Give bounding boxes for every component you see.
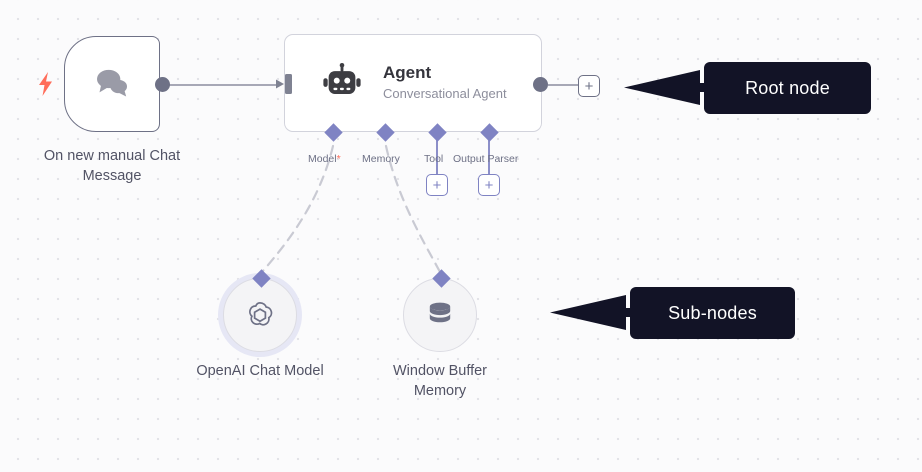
agent-add-node-button[interactable]: + [578, 75, 600, 97]
agent-port-model-label: Model* [308, 153, 341, 165]
node-window-buffer-memory[interactable] [403, 269, 477, 352]
annotation-sub-nodes: Sub-nodes [630, 287, 795, 339]
chat-bubbles-icon [92, 64, 132, 104]
agent-output-connector[interactable] [533, 77, 548, 92]
openai-logo-icon [240, 295, 280, 335]
node-openai-chat-model[interactable] [223, 269, 297, 352]
agent-port-model-required-marker: * [336, 153, 341, 165]
agent-port-tool-add-button[interactable]: + [426, 174, 448, 196]
openai-chat-model-connector[interactable] [252, 269, 271, 288]
database-stack-icon [420, 295, 460, 335]
agent-port-memory-label: Memory [362, 153, 400, 165]
lightning-bolt-icon [38, 72, 54, 96]
agent-input-connector[interactable] [276, 74, 292, 94]
trigger-output-connector[interactable] [155, 77, 170, 92]
robot-icon [321, 62, 363, 104]
node-agent-title: Agent [383, 63, 432, 82]
window-buffer-memory-connector[interactable] [432, 269, 451, 288]
node-window-buffer-memory-caption: Window Buffer Memory [392, 363, 488, 399]
annotation-root-node: Root node [704, 62, 871, 114]
agent-port-output-parser-add-button[interactable]: + [478, 174, 500, 196]
node-agent[interactable]: Agent Conversational Agent [284, 34, 542, 132]
node-openai-chat-model-caption: OpenAI Chat Model [196, 363, 324, 379]
agent-port-model-text: Model [308, 153, 337, 165]
node-trigger-caption: On new manual Chat Message [43, 148, 181, 184]
agent-port-output-parser-label: Output Parser [453, 153, 519, 165]
agent-port-tool-label: Tool [424, 153, 444, 165]
node-trigger-on-new-manual-chat-message[interactable] [64, 36, 160, 132]
node-agent-subtitle: Conversational Agent [383, 86, 507, 101]
